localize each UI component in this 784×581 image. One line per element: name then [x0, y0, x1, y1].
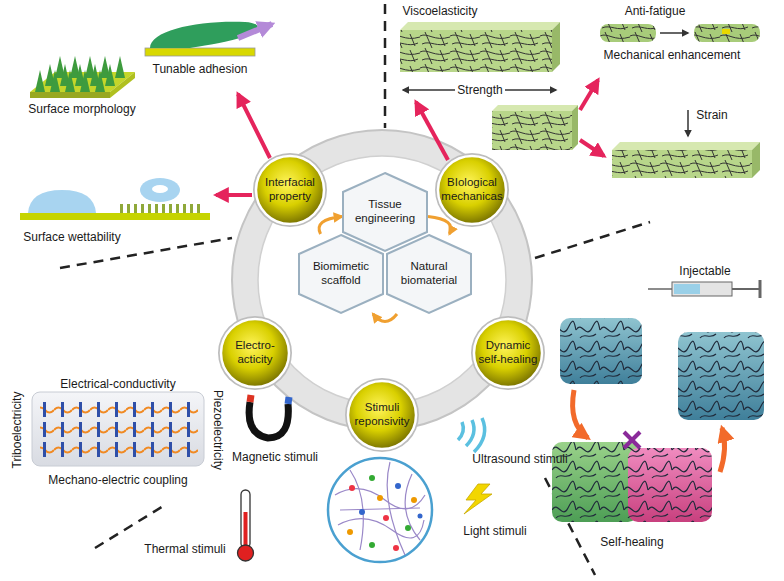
figure-label: Ultrasound stimuli — [470, 452, 569, 466]
feature-circle: Dynamic self-healing — [470, 315, 546, 391]
node-label: Tissue engineering — [351, 198, 420, 226]
node-label: BIological mechanicas — [441, 176, 503, 204]
cycle-arrow — [428, 217, 451, 234]
node-text-group: Biomimetic scaffold — [307, 260, 376, 288]
figure-label: Magnetic stimuli — [230, 450, 320, 464]
feature-circle: Stimuli reponsivity — [344, 377, 420, 453]
thermometer-icon — [238, 490, 254, 561]
electroactive-panel — [32, 392, 204, 466]
figure-label: Electrical-conductivity — [58, 377, 177, 391]
surface-wettability-figure — [20, 178, 210, 220]
anti-fatigue-figure — [600, 24, 760, 42]
figure-label: Triboelectricity — [10, 390, 24, 471]
ultrasound-icon — [458, 418, 485, 452]
figure-label: Surface morphology — [26, 102, 137, 116]
cycle-arrow — [373, 314, 397, 322]
figure-label: Self-healing — [598, 535, 665, 549]
surface-morphology-figure — [30, 56, 135, 98]
node-label: Dynamic self-healing — [477, 339, 539, 367]
node-text-group: Interfacial property — [259, 176, 321, 204]
figure-label: Strength — [455, 83, 504, 97]
hexagon-node: Natural biomaterial — [386, 234, 472, 314]
node-text-group: Dynamic self-healing — [477, 339, 539, 367]
node-label: Electro-acticity — [224, 339, 286, 367]
figure-label: Mechano-electric coupling — [46, 473, 189, 487]
node-text-group: Electro-acticity — [224, 339, 286, 367]
lightning-icon — [464, 484, 492, 514]
figure-label: Surface wettability — [21, 230, 122, 244]
syringe-icon — [648, 280, 760, 298]
feature-circle: Electro-acticity — [217, 315, 293, 391]
node-label: Biomimetic scaffold — [307, 260, 376, 288]
figure-label: Mechanical enhancement — [602, 48, 743, 62]
viscoelastic-slab — [400, 22, 560, 90]
node-label: Interfacial property — [259, 176, 321, 204]
figure-label: Piezoelectricity — [211, 388, 225, 472]
dashed-separators — [60, 4, 650, 575]
figure-label: Light stimuli — [461, 524, 528, 538]
hexagon-node: Tissue engineering — [342, 172, 428, 252]
node-text-group: Tissue engineering — [351, 198, 420, 226]
node-label: Natural biomaterial — [395, 260, 464, 288]
figure-label: Injectable — [677, 264, 732, 278]
magnet-icon — [249, 395, 289, 438]
figure-label: Viscoelasticity — [400, 4, 479, 18]
hexagon-node: Biomimetic scaffold — [298, 234, 384, 314]
node-text-group: Stimuli reponsivity — [351, 401, 413, 429]
strain-slab — [612, 110, 760, 178]
feature-circle: BIological mechanicas — [434, 152, 510, 228]
mechanics-slab — [492, 105, 578, 150]
node-text-group: Natural biomaterial — [395, 260, 464, 288]
figure-label: Thermal stimuli — [142, 542, 227, 556]
cycle-arrow — [319, 217, 342, 234]
node-label: Stimuli reponsivity — [351, 401, 413, 429]
node-text-group: BIological mechanicas — [441, 176, 503, 204]
feature-circle: Interfacial property — [252, 152, 328, 228]
stimuli-network — [328, 458, 432, 562]
figure-label: Anti-fatigue — [623, 4, 688, 18]
self-healing-gels — [552, 318, 764, 522]
figure-label: Tunable adhesion — [151, 62, 250, 76]
tunable-adhesion-figure — [145, 22, 272, 56]
figure-label: Strain — [694, 108, 729, 122]
